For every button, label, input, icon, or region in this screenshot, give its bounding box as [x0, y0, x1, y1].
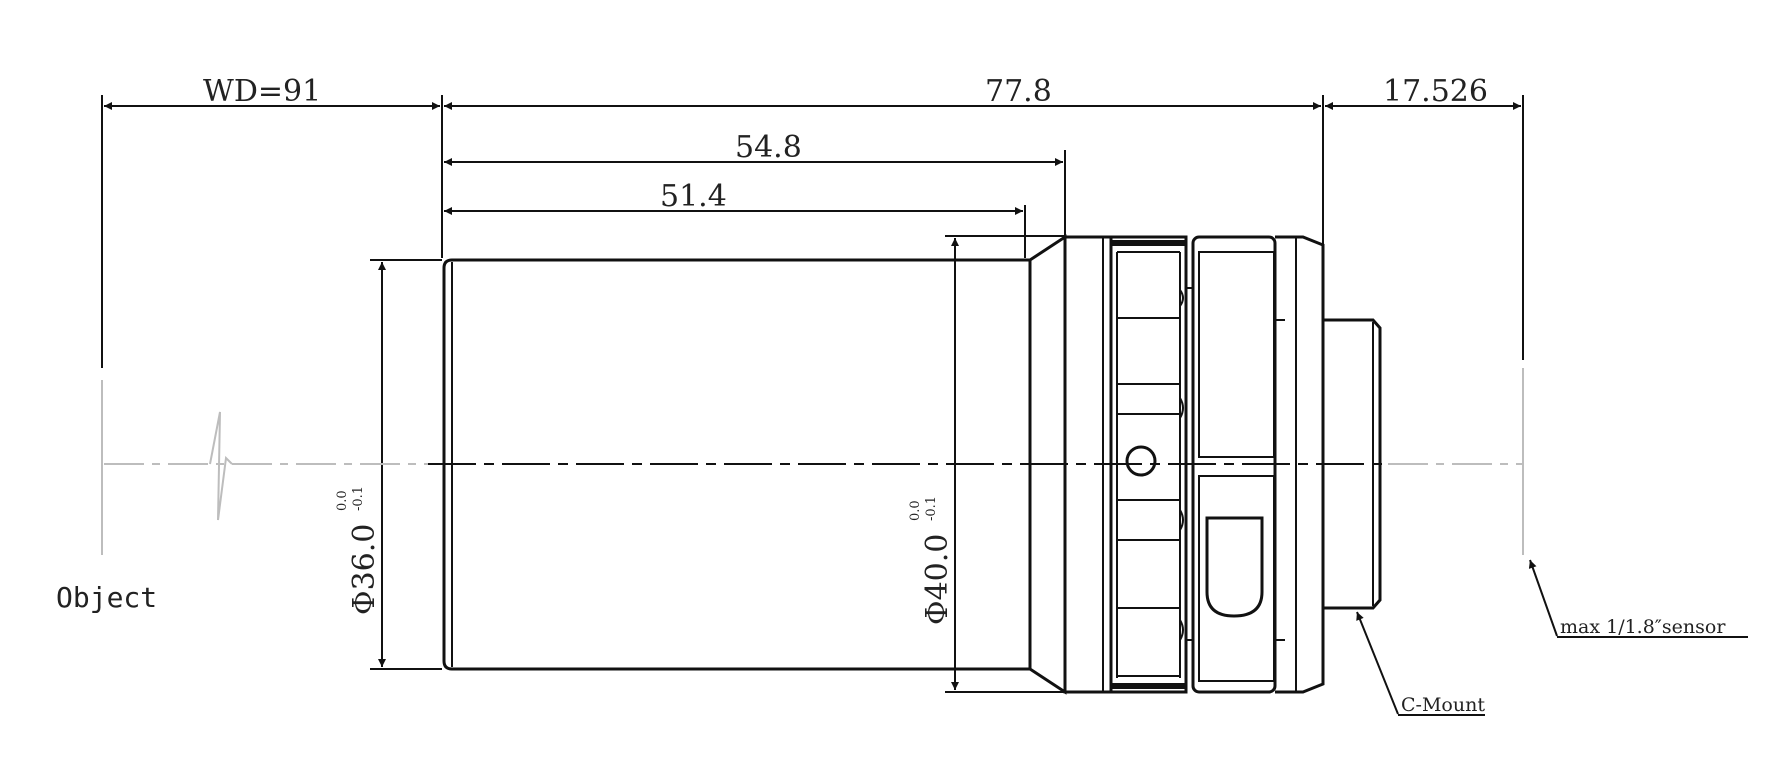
c-mount-leader — [1356, 611, 1399, 715]
rear-ring — [1275, 235, 1325, 694]
small-diameter-label-group: Φ36.0 0.0 -0.1 — [335, 486, 382, 615]
knurl-grip — [1109, 235, 1188, 694]
iris-window-top — [1198, 251, 1275, 458]
small-diameter-label: Φ36.0 — [347, 524, 382, 615]
sensor-leader — [1528, 559, 1558, 637]
leader-lines — [1356, 559, 1748, 716]
set-screw-icon — [1125, 445, 1157, 477]
small-tolerance-upper: 0.0 — [335, 490, 350, 511]
front-length-label: 54.8 — [735, 130, 802, 165]
iris-window-bottom — [1198, 475, 1275, 682]
iris-lever — [1205, 516, 1264, 618]
break-symbol — [209, 411, 233, 521]
iris-ring — [1191, 235, 1277, 694]
small-tolerance-lower: -0.1 — [351, 486, 366, 511]
dimension-lines — [104, 102, 1521, 693]
large-diameter-label-group: Φ40.0 0.0 -0.1 — [908, 496, 955, 625]
barrel-length-label: 51.4 — [660, 179, 727, 214]
large-tolerance-upper: 0.0 — [908, 500, 923, 521]
c-mount-thread — [1323, 318, 1382, 610]
knurl-notch — [1179, 509, 1184, 531]
total-length-label: 77.8 — [985, 74, 1052, 109]
knurl-notch — [1179, 289, 1184, 307]
large-tolerance-lower: -0.1 — [924, 496, 939, 521]
back-focal-label: 17.526 — [1383, 74, 1488, 109]
c-mount-label: C-Mount — [1401, 694, 1485, 716]
object-label: Object — [56, 581, 157, 614]
labels: WD=91 77.8 17.526 54.8 51.4 Φ36.0 0.0 -0… — [56, 74, 1726, 716]
extension-lines — [101, 95, 1524, 555]
front-barrel — [442, 258, 1032, 671]
lens-body — [442, 234, 1382, 695]
knurl-notch — [1179, 397, 1184, 419]
optical-axis — [104, 411, 1523, 521]
knurl-notch — [1179, 619, 1184, 641]
large-diameter-label: Φ40.0 — [920, 534, 955, 625]
sensor-label: max 1/1.8″sensor — [1560, 616, 1726, 638]
wd-label: WD=91 — [203, 74, 321, 109]
